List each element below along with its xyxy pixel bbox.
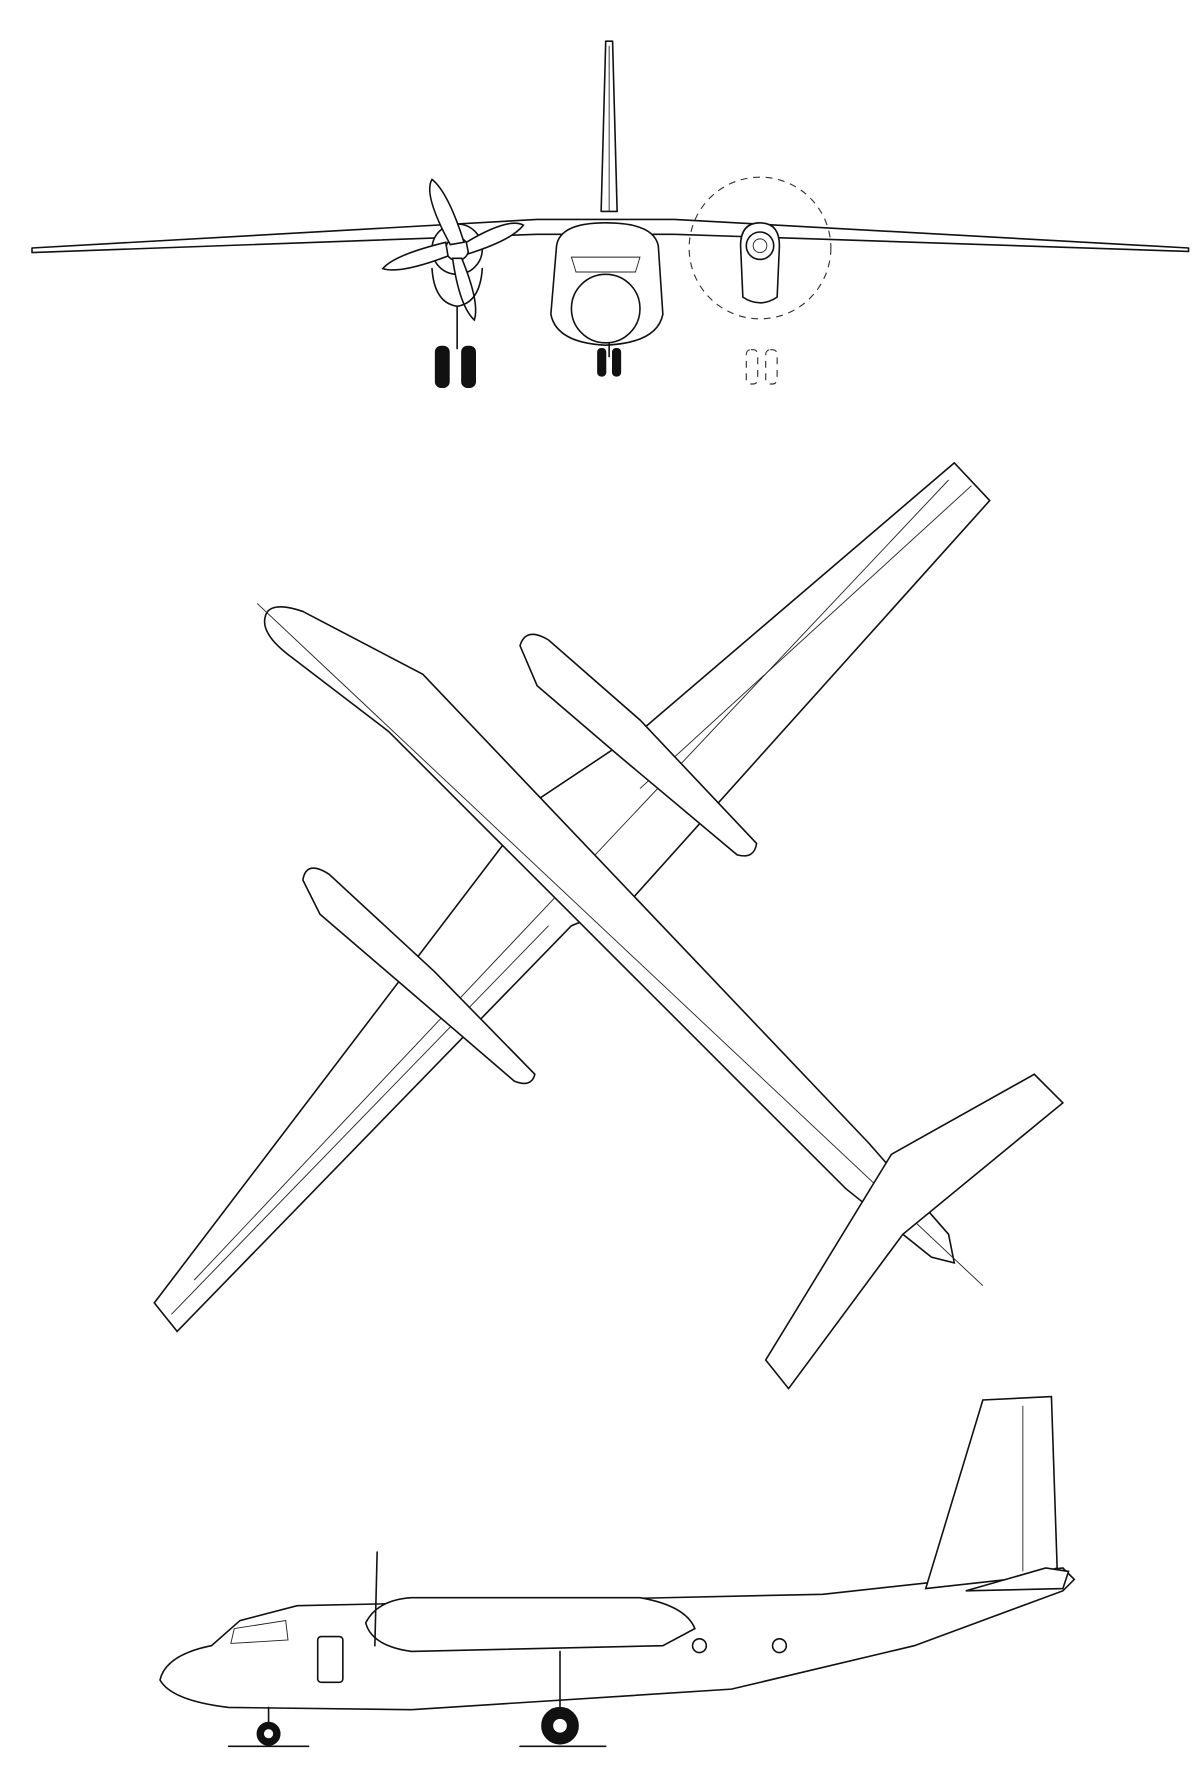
main-wheel	[461, 345, 476, 388]
plan-engine-nacelle-right	[519, 633, 758, 857]
side-vertical-fin	[924, 1395, 1058, 1590]
nose-wheel	[597, 348, 607, 377]
main-wheel	[434, 345, 450, 388]
side-engine-nacelle	[364, 1596, 696, 1653]
front-radome	[570, 273, 641, 344]
side-view	[159, 1395, 1076, 1748]
right-engine-front	[688, 176, 832, 385]
plan-horizontal-stabilizer	[764, 1073, 1065, 1390]
front-wing	[31, 218, 1190, 254]
side-door	[316, 1635, 344, 1684]
front-view	[31, 40, 1190, 388]
propeller-blade	[428, 178, 466, 246]
propeller-blade	[465, 222, 525, 255]
left-engine-front	[381, 178, 525, 388]
propeller-disc	[688, 176, 832, 320]
propeller-blade	[451, 257, 477, 322]
side-horizontal-stabilizer	[965, 1567, 1070, 1592]
propeller-blade	[381, 241, 449, 271]
side-propeller	[374, 1551, 378, 1647]
plan-view	[153, 461, 1065, 1390]
front-fuselage	[550, 222, 664, 346]
nose-wheel	[612, 348, 622, 377]
front-vertical-fin	[600, 40, 618, 213]
plan-engine-nacelle-left	[302, 867, 536, 1085]
